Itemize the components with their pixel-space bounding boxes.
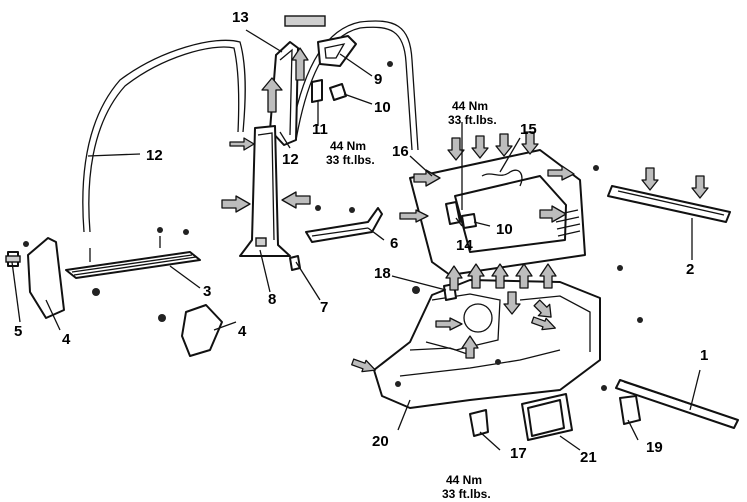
callout-9: 9 [374, 71, 382, 88]
torque-upper-nm: 44 Nm [452, 99, 488, 113]
jack-bracket [619, 395, 641, 425]
callout-17: 17 [510, 445, 527, 462]
callout-10-right: 10 [496, 221, 513, 238]
callout-5: 5 [14, 323, 22, 340]
kick-panel-middle [181, 304, 223, 357]
callout-3: 3 [203, 283, 211, 300]
trim-clip [289, 255, 301, 271]
quarter-trim-panel [409, 149, 586, 276]
arrow-icon [539, 263, 557, 289]
callout-2: 2 [686, 261, 694, 278]
arrow-icon [547, 165, 575, 181]
speaker-grille [521, 393, 573, 441]
arrow-icon [351, 358, 376, 373]
arrow-icon [281, 191, 311, 209]
arrow-icon [539, 205, 567, 223]
arrow-icon [461, 335, 479, 359]
callout-18: 18 [374, 265, 391, 282]
callout-10-upper: 10 [374, 99, 391, 116]
torque-upper-ftlbs: 33 ft.lbs. [448, 113, 497, 127]
arrow-icon [531, 316, 556, 331]
arrow-icon [435, 317, 463, 331]
callout-1: 1 [700, 347, 708, 364]
anchor-cover-right [461, 213, 477, 229]
rear-sill-plate [615, 379, 739, 429]
seat-anchor-bolt [469, 409, 489, 437]
kick-panel-left [27, 237, 65, 319]
torque-bottom-ftlbs: 33 ft.lbs. [442, 487, 491, 501]
arrow-icon [533, 299, 552, 318]
arrow-icon [471, 135, 489, 159]
torque-middle-nm: 44 Nm [330, 139, 366, 153]
callout-13: 13 [232, 9, 249, 26]
callout-8: 8 [268, 291, 276, 308]
arrow-icon [221, 195, 251, 213]
callout-20: 20 [372, 433, 389, 450]
arrow-icon [503, 291, 521, 315]
b-pillar-trim [239, 125, 291, 257]
rear-sill-small [305, 207, 383, 243]
callout-11: 11 [312, 121, 328, 138]
door-weatherstrip-left [82, 39, 246, 233]
cargo-side-trim [373, 279, 601, 409]
callout-4-left: 4 [62, 331, 71, 348]
arrow-icon [445, 265, 463, 291]
window-trim-piece [317, 35, 357, 67]
screws [23, 61, 643, 391]
callout-7: 7 [320, 299, 328, 316]
arrow-icon [491, 263, 509, 289]
arrow-icon [641, 167, 659, 191]
seatbelt-anchor-cover [329, 83, 347, 101]
front-sill-plate [65, 236, 201, 279]
arrow-icon [467, 263, 485, 289]
callout-12-left: 12 [146, 147, 163, 164]
callout-15: 15 [520, 121, 537, 138]
weatherstrip-clip [284, 15, 326, 27]
callout-4-middle: 4 [238, 323, 247, 340]
arrow-icon [447, 137, 465, 161]
arrow-icon [291, 47, 309, 81]
cable-clip [5, 251, 21, 267]
torque-bottom-nm: 44 Nm [446, 473, 482, 487]
wiring-harness [481, 169, 523, 187]
leader-lines [11, 29, 701, 451]
arrow-icon [691, 175, 709, 199]
rear-side-rail [607, 185, 731, 223]
belt-guide [311, 79, 323, 103]
callout-14: 14 [456, 237, 473, 254]
callout-6: 6 [390, 235, 398, 252]
arrow-icon [515, 263, 533, 289]
arrow-icon [495, 133, 513, 157]
torque-middle-ftlbs: 33 ft.lbs. [326, 153, 375, 167]
arrow-icon [521, 131, 539, 155]
callout-16: 16 [392, 143, 409, 160]
weatherstrip-right [284, 15, 419, 151]
arrow-icon [261, 77, 283, 113]
callout-12-right: 12 [282, 151, 299, 168]
callout-21: 21 [580, 449, 597, 466]
callout-19: 19 [646, 439, 663, 456]
arrow-icon [229, 137, 255, 151]
arrow-icon [399, 209, 429, 223]
installation-arrows [221, 47, 709, 373]
